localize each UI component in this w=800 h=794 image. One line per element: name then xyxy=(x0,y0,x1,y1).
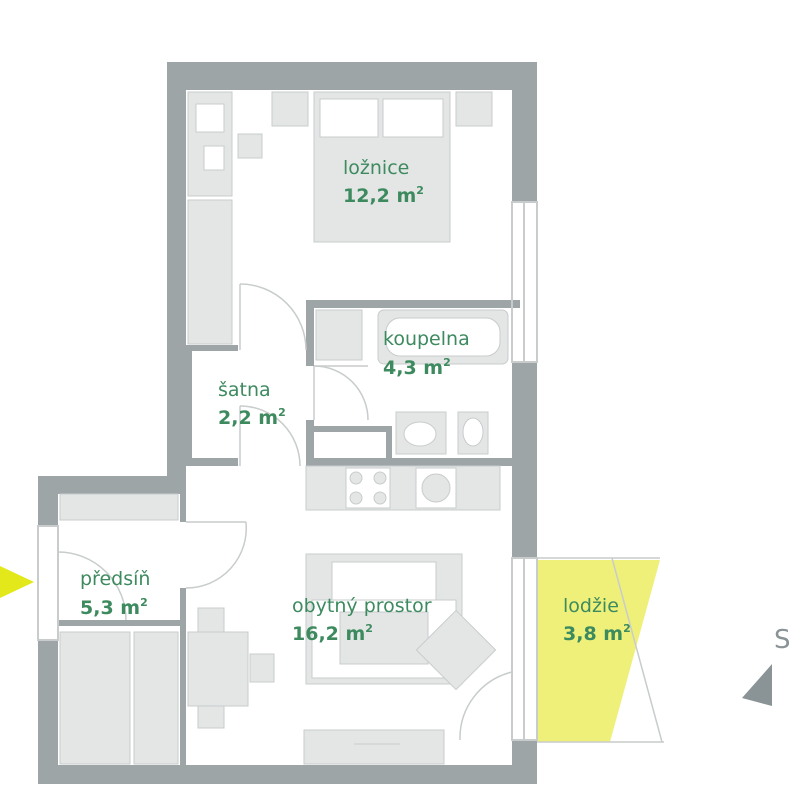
room-area: 5,3 m2 xyxy=(80,596,148,619)
dining-chair-bottom xyxy=(197,705,225,729)
tv-cabinet xyxy=(303,729,445,765)
kitchen-furniture xyxy=(305,465,501,511)
room-label-predsin: předsíň 5,3 m2 xyxy=(80,568,150,619)
doors xyxy=(57,283,513,741)
washing-machine xyxy=(315,309,363,361)
dining-chair-top xyxy=(197,607,225,633)
room-area: 4,3 m2 xyxy=(383,356,451,379)
room-label-lodzie: lodžie 3,8 m2 xyxy=(563,595,631,645)
chair xyxy=(237,133,263,159)
room-label-loznice: ložnice 12,2 m2 xyxy=(343,157,424,207)
loggia-structure xyxy=(537,557,664,743)
compass-label: S xyxy=(774,625,791,655)
loggia-area xyxy=(537,560,660,742)
entrance-arrow-icon xyxy=(0,566,34,598)
hallway-furniture xyxy=(59,493,179,765)
inner-walls xyxy=(58,300,520,765)
bedroom-furniture xyxy=(187,91,493,345)
room-area: 16,2 m2 xyxy=(292,622,373,645)
compass: S xyxy=(742,625,791,706)
dining-chair-right xyxy=(249,653,275,683)
room-label-satna: šatna 2,2 m2 xyxy=(218,379,286,429)
shoe-cabinet xyxy=(59,493,179,521)
room-area: 12,2 m2 xyxy=(343,184,424,207)
room-name: obytný prostor xyxy=(292,595,432,617)
nightstand-left xyxy=(271,91,309,127)
north-arrow-icon xyxy=(742,664,772,706)
room-name: předsíň xyxy=(80,568,150,590)
dining-table xyxy=(187,631,249,707)
room-name: lodžie xyxy=(563,595,619,617)
room-label-koupelna: koupelna 4,3 m2 xyxy=(383,328,470,379)
room-area: 3,8 m2 xyxy=(563,622,631,645)
bathroom-fixtures xyxy=(315,309,509,455)
room-name: koupelna xyxy=(383,328,470,350)
living-furniture xyxy=(187,553,497,765)
kitchen-counter xyxy=(305,465,501,511)
hall-wardrobe-left xyxy=(59,631,131,765)
armchair xyxy=(415,609,497,691)
hall-wardrobe-right xyxy=(133,631,179,765)
outer-walls xyxy=(38,62,537,784)
room-area: 2,2 m2 xyxy=(218,406,286,429)
room-label-obytny-prostor: obytný prostor 16,2 m2 xyxy=(292,595,432,645)
room-name: ložnice xyxy=(343,157,409,179)
nightstand-right xyxy=(455,91,493,127)
room-name: šatna xyxy=(218,379,271,401)
wardrobe xyxy=(187,199,233,345)
